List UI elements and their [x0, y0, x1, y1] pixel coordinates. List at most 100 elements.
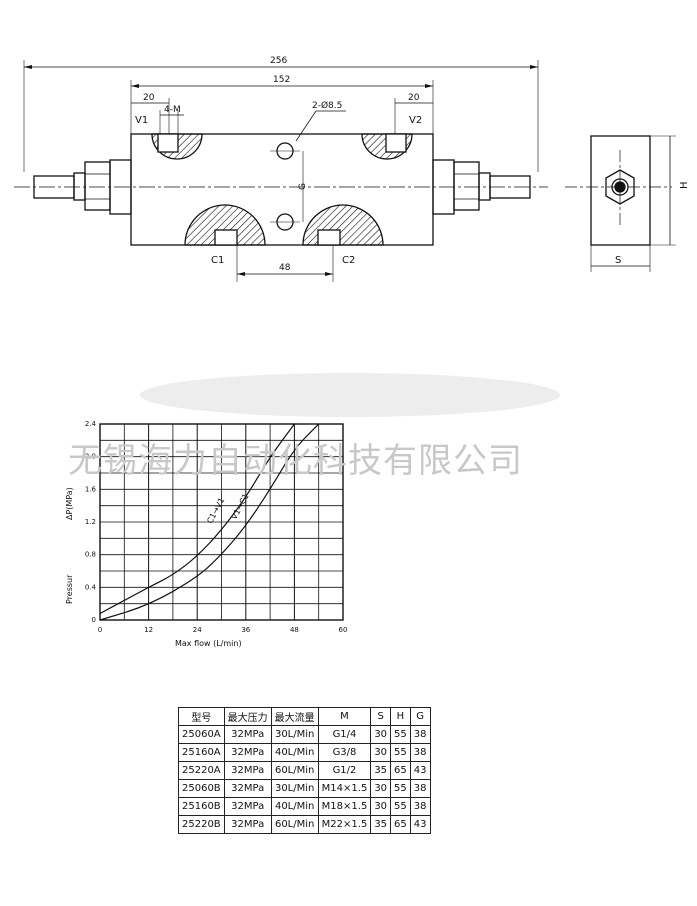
left-fitting-stem	[33, 175, 75, 199]
table-cell: G1/4	[317, 725, 372, 744]
table-cell: 65	[390, 761, 411, 780]
x-tick-label: 60	[339, 626, 348, 634]
table-cell: 38	[409, 725, 431, 744]
table-cell: 30L/Min	[270, 725, 319, 744]
x-tick-label: 36	[241, 626, 250, 634]
watermark-text: 无锡海力自动化科技有限公司	[68, 441, 523, 481]
table-cell: 25160B	[178, 797, 225, 816]
side-s-label: S	[615, 255, 621, 266]
table-cell: M22×1.5	[317, 815, 372, 834]
chart-y-unit: ΔP(MPa)	[65, 487, 74, 520]
port-c1-label: C1	[211, 255, 224, 266]
table-cell: 40L/Min	[270, 797, 319, 816]
table-cell: 32MPa	[223, 779, 272, 798]
dim-right-port-label: 20	[408, 93, 420, 103]
table-cell: M14×1.5	[317, 779, 372, 798]
table-header-cell: 最大流量	[270, 707, 319, 726]
port-c2-label: C2	[342, 255, 355, 266]
table-cell: G3/8	[317, 743, 372, 762]
x-tick-label: 12	[144, 626, 153, 634]
table-cell: 35	[370, 815, 392, 834]
dim-thread-label: 4-M	[164, 105, 181, 115]
table-cell: 30	[370, 743, 392, 762]
y-tick-label: 0	[92, 616, 96, 624]
table-cell: 25220B	[178, 815, 225, 834]
table-cell: 55	[390, 725, 411, 744]
table-cell: 25220A	[178, 761, 225, 780]
plot-frame	[99, 423, 344, 621]
table-cell: G1/2	[317, 761, 372, 780]
table-cell: 43	[409, 815, 431, 834]
table-cell: 32MPa	[223, 815, 272, 834]
port-v2-label: V2	[409, 115, 422, 126]
chart-y-ticks: 00.40.81.21.62.02.4	[85, 420, 97, 624]
table-cell: 25160A	[178, 743, 225, 762]
y-tick-label: 2.4	[85, 420, 97, 428]
chart-y-label: Pressur	[65, 574, 74, 604]
dim-g-label: G	[298, 183, 308, 190]
table-header-cell: 最大压力	[223, 707, 272, 726]
table-header-cell: M	[317, 707, 372, 726]
table-header-cell: 型号	[178, 707, 225, 726]
x-tick-label: 24	[193, 626, 202, 634]
table-header-cell: S	[370, 707, 392, 726]
dim-hole-label: 2-Ø8.5	[312, 100, 342, 111]
table-cell: 25060B	[178, 779, 225, 798]
table-cell: 30	[370, 797, 392, 816]
table-cell: 35	[370, 761, 392, 780]
table-cell: 65	[390, 815, 411, 834]
table-cell: 60L/Min	[270, 815, 319, 834]
dim-left-port-label: 20	[143, 93, 155, 103]
side-view	[565, 135, 676, 272]
series-line-2	[99, 423, 320, 621]
side-h-label: H	[679, 181, 690, 189]
table-cell: 30L/Min	[270, 779, 319, 798]
table-cell: 30	[370, 725, 392, 744]
table-cell: 40L/Min	[270, 743, 319, 762]
table-cell: 55	[390, 743, 411, 762]
table-cell: 38	[409, 797, 431, 816]
series-label-1: C1→V1	[205, 496, 226, 525]
table-cell: M18×1.5	[317, 797, 372, 816]
series-label-2: V1→C1	[230, 492, 251, 521]
table-cell: 32MPa	[223, 761, 272, 780]
chart-x-label: Max flow (L/min)	[175, 639, 242, 648]
x-tick-label: 48	[290, 626, 299, 634]
front-view	[14, 60, 548, 282]
table-cell: 32MPa	[223, 797, 272, 816]
decorative-band	[140, 373, 560, 417]
table-cell: 30	[370, 779, 392, 798]
table-header-cell: G	[409, 707, 431, 726]
table-cell: 25060A	[178, 725, 225, 744]
table-cell: 38	[409, 743, 431, 762]
right-fitting-stem	[489, 175, 531, 199]
table-cell: 60L/Min	[270, 761, 319, 780]
x-tick-label: 0	[98, 626, 102, 634]
y-tick-label: 1.6	[85, 485, 97, 493]
y-tick-label: 1.2	[85, 518, 96, 526]
table-cell: 32MPa	[223, 743, 272, 762]
table-cell: 43	[409, 761, 431, 780]
table-cell: 55	[390, 779, 411, 798]
table-cell: 38	[409, 779, 431, 798]
hex-nut-icon	[605, 169, 635, 205]
y-tick-label: 2.0	[85, 453, 96, 461]
table-cell: 32MPa	[223, 725, 272, 744]
port-c1-cavity	[184, 204, 266, 246]
dim-overall-label: 256	[270, 56, 287, 66]
port-v1-label: V1	[135, 115, 148, 126]
series-line-1	[99, 423, 295, 614]
y-tick-label: 0.8	[85, 551, 96, 559]
table-cell: 55	[390, 797, 411, 816]
